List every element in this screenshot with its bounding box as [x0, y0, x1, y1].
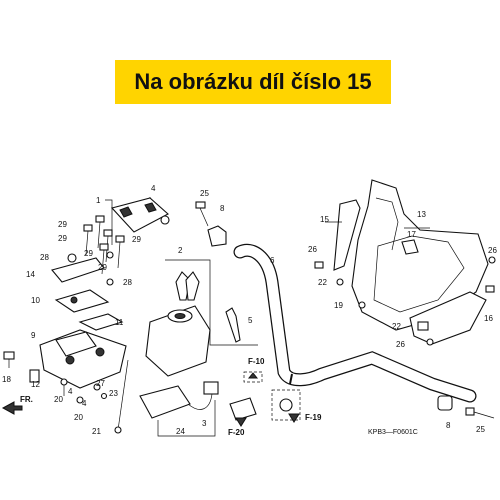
key-blade — [225, 307, 241, 343]
callout-21: 21 — [92, 427, 101, 436]
callout-26b: 26 — [396, 340, 405, 349]
callout-2: 2 — [178, 246, 183, 255]
upper-handlebar-holder — [110, 197, 169, 233]
screw-shank — [473, 411, 495, 419]
reference-arrow — [288, 413, 300, 423]
callout-11: 11 — [115, 318, 124, 327]
callout-5: 5 — [248, 316, 253, 325]
base-hole — [95, 347, 105, 357]
keys — [175, 271, 200, 301]
callout-24: 24 — [176, 427, 185, 436]
callout-25b: 25 — [476, 425, 485, 434]
cover-clip — [401, 239, 419, 255]
cover-bracket — [333, 199, 361, 271]
bolt-head — [160, 215, 170, 225]
wire — [187, 393, 213, 410]
callout-12: 12 — [31, 380, 40, 389]
callout-20b: 20 — [74, 413, 83, 422]
bolt-group-29 — [83, 215, 125, 275]
callout-4c: 4 — [82, 399, 87, 408]
holder-block — [78, 313, 124, 331]
grip-band — [289, 373, 293, 385]
bracket — [51, 257, 105, 283]
bolt-shank — [199, 207, 209, 227]
handlebar-pipe-fill — [234, 245, 476, 402]
callout-14: 14 — [26, 270, 35, 279]
callout-13: 13 — [417, 210, 426, 219]
ignition-switch — [145, 305, 211, 377]
callout-1: 1 — [96, 196, 101, 205]
small-screws — [314, 256, 496, 346]
lower-holder — [54, 289, 110, 313]
ref-f20: F-20 — [228, 428, 245, 437]
leader-line — [157, 400, 216, 437]
bolt-head — [106, 278, 114, 286]
callout-26a: 26 — [308, 245, 317, 254]
connector — [203, 381, 219, 395]
callout-9: 9 — [31, 331, 36, 340]
callout-29a: 29 — [58, 220, 67, 229]
base-hole — [65, 355, 75, 365]
bolt-head — [67, 253, 77, 263]
callout-4a: 4 — [151, 184, 156, 193]
callout-29b: 29 — [58, 234, 67, 243]
callout-26c: 26 — [488, 246, 497, 255]
callout-19: 19 — [334, 301, 343, 310]
callout-29d: 29 — [84, 249, 93, 258]
callout-28a: 28 — [40, 253, 49, 262]
switch-body — [139, 385, 191, 419]
bolt-head — [106, 251, 114, 259]
banner-text: Na obrázku díl číslo 15 — [134, 69, 372, 94]
callout-4b: 4 — [68, 387, 73, 396]
reference-frame — [271, 389, 301, 421]
base-top — [55, 331, 97, 357]
holder-bolt-hole — [144, 202, 157, 213]
leader-line — [105, 199, 113, 245]
front-direction-arrow — [1, 401, 23, 415]
reference-frame — [243, 371, 263, 383]
callout-10: 10 — [31, 296, 40, 305]
reference-arrow — [247, 372, 259, 379]
front-direction-label: FR. — [20, 395, 33, 404]
cover-edge — [375, 197, 399, 251]
callout-17: 17 — [407, 230, 416, 239]
clip — [207, 225, 227, 247]
switch-clamp — [229, 397, 257, 421]
callout-25a: 25 — [200, 189, 209, 198]
callout-15: 15 — [320, 215, 329, 224]
callout-23: 23 — [109, 389, 118, 398]
callout-8a: 8 — [220, 204, 225, 213]
callout-27: 27 — [96, 379, 105, 388]
diagram-code: KPB3—F0601C — [368, 429, 418, 436]
callout-18: 18 — [2, 375, 11, 384]
part-number-banner: Na obrázku díl číslo 15 — [115, 60, 391, 104]
cover-inner-edge — [373, 235, 465, 313]
callout-22a: 22 — [318, 278, 327, 287]
small-bolts — [3, 351, 129, 434]
callout-labels: 1 2 3 4 4 4 5 6 8 8 9 10 11 12 13 14 15 … — [2, 184, 497, 436]
reference-arrow — [235, 417, 247, 427]
bar-end-weight — [437, 395, 453, 411]
callout-6: 6 — [270, 256, 275, 265]
callout-8b: 8 — [446, 421, 451, 430]
leader-line — [165, 259, 258, 346]
callout-22b: 22 — [392, 322, 401, 331]
ref-f19: F-19 — [305, 413, 322, 422]
callout-16: 16 — [484, 314, 493, 323]
callout-29c: 29 — [132, 235, 141, 244]
callout-20a: 20 — [54, 395, 63, 404]
handlebar-lower-cover — [409, 291, 487, 345]
callout-28b: 28 — [123, 278, 132, 287]
holder-bolt-hole — [119, 206, 133, 218]
clamp-part — [279, 398, 293, 412]
bolt-head — [195, 201, 206, 209]
key-slot — [174, 313, 186, 319]
ref-f10: F-10 — [248, 357, 265, 366]
holder-hole — [70, 296, 78, 304]
callout-29e: 29 — [98, 263, 107, 272]
screw-head — [465, 407, 475, 416]
callout-3: 3 — [202, 419, 207, 428]
